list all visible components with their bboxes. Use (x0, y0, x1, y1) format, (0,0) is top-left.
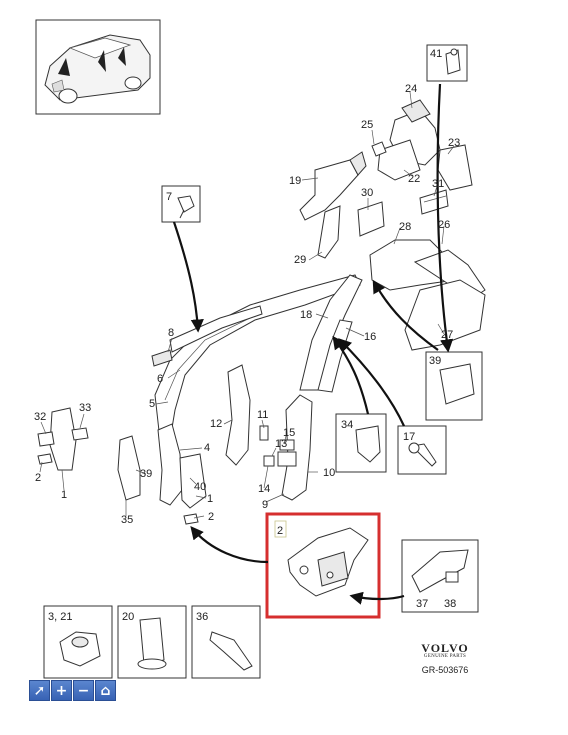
label-23: 23 (448, 137, 460, 149)
label-40: 40 (194, 481, 206, 493)
label-14: 14 (258, 483, 270, 495)
genuine-parts-tagline: GENUINE PARTS (423, 654, 467, 659)
label-39-right: 39 (429, 355, 441, 367)
part-29-panel[interactable] (317, 205, 341, 259)
select-tool-button[interactable]: ➚ (29, 680, 50, 701)
label-box-36: 36 (196, 611, 208, 623)
zoom-out-button[interactable]: − (73, 680, 94, 701)
wheel-arch-assembly (369, 239, 486, 351)
label-28: 28 (399, 221, 411, 233)
callout-arrows (172, 83, 454, 605)
label-12: 12 (210, 418, 222, 430)
label-26: 26 (438, 219, 450, 231)
diagram-code: GR-503676 (421, 665, 469, 675)
label-33: 33 (79, 402, 91, 414)
part-box-37-38[interactable] (401, 539, 479, 613)
car-overview-thumbnail (35, 19, 161, 115)
part-box-7[interactable] (161, 185, 201, 223)
zoom-in-button[interactable]: + (51, 680, 72, 701)
leader-lines (39, 91, 455, 519)
label-17: 17 (403, 431, 415, 443)
part-19-bracket[interactable] (299, 151, 367, 221)
label-32: 32 (34, 411, 46, 423)
volvo-brand-block: VOLVO GENUINE PARTS GR-503676 (410, 641, 480, 675)
highlighted-part-box-2[interactable] (265, 512, 381, 619)
label-8: 8 (168, 327, 174, 339)
label-37: 37 (416, 598, 428, 610)
label-29: 29 (294, 254, 306, 266)
label-24: 24 (405, 83, 417, 95)
label-18: 18 (300, 309, 312, 321)
label-4: 4 (204, 442, 210, 454)
label-25: 25 (361, 119, 373, 131)
label-box-3-21: 3, 21 (48, 611, 72, 623)
part-box-41[interactable] (426, 44, 468, 82)
part-box-34[interactable] (335, 413, 387, 473)
label-2-center: 2 (208, 511, 214, 523)
label-1-left: 1 (61, 489, 67, 501)
part-labels: 41 24 25 23 19 22 31 7 30 28 26 29 18 16… (34, 48, 460, 623)
pillar-9[interactable] (281, 394, 313, 501)
label-9: 9 (262, 499, 268, 511)
part-box-39[interactable] (425, 351, 483, 421)
label-10: 10 (323, 467, 335, 479)
part-box-17[interactable] (397, 425, 447, 475)
detail-box-20[interactable] (117, 605, 187, 679)
label-5: 5 (149, 398, 155, 410)
detail-box-36[interactable] (191, 605, 261, 679)
volvo-logo: VOLVO (421, 641, 469, 655)
label-box-20: 20 (122, 611, 134, 623)
left-lower-panels (37, 407, 207, 525)
label-30: 30 (361, 187, 373, 199)
label-6: 6 (157, 373, 163, 385)
label-11: 11 (257, 409, 268, 421)
label-22: 22 (408, 173, 420, 185)
label-2-left: 2 (35, 472, 41, 484)
pillar-12[interactable] (225, 364, 251, 466)
label-15: 15 (283, 427, 295, 439)
label-2-highlight: 2 (277, 525, 283, 537)
label-41: 41 (430, 48, 442, 60)
home-button[interactable]: ⌂ (95, 680, 116, 701)
label-1-center: 1 (207, 493, 213, 505)
label-34: 34 (341, 419, 353, 431)
label-31: 31 (432, 178, 444, 190)
label-39-left: 39 (140, 468, 152, 480)
label-35: 35 (121, 514, 133, 526)
label-16: 16 (364, 331, 376, 343)
label-19: 19 (289, 175, 301, 187)
label-27: 27 (441, 329, 453, 341)
upper-pillar-cluster (371, 99, 473, 215)
label-13: 13 (275, 438, 287, 450)
small-brackets (259, 425, 297, 467)
detail-box-3-21[interactable] (43, 605, 113, 679)
label-38: 38 (444, 598, 456, 610)
label-7: 7 (166, 191, 172, 203)
viewer-toolbar: ➚ + − ⌂ (29, 680, 116, 702)
part-30-panel[interactable] (357, 201, 385, 237)
